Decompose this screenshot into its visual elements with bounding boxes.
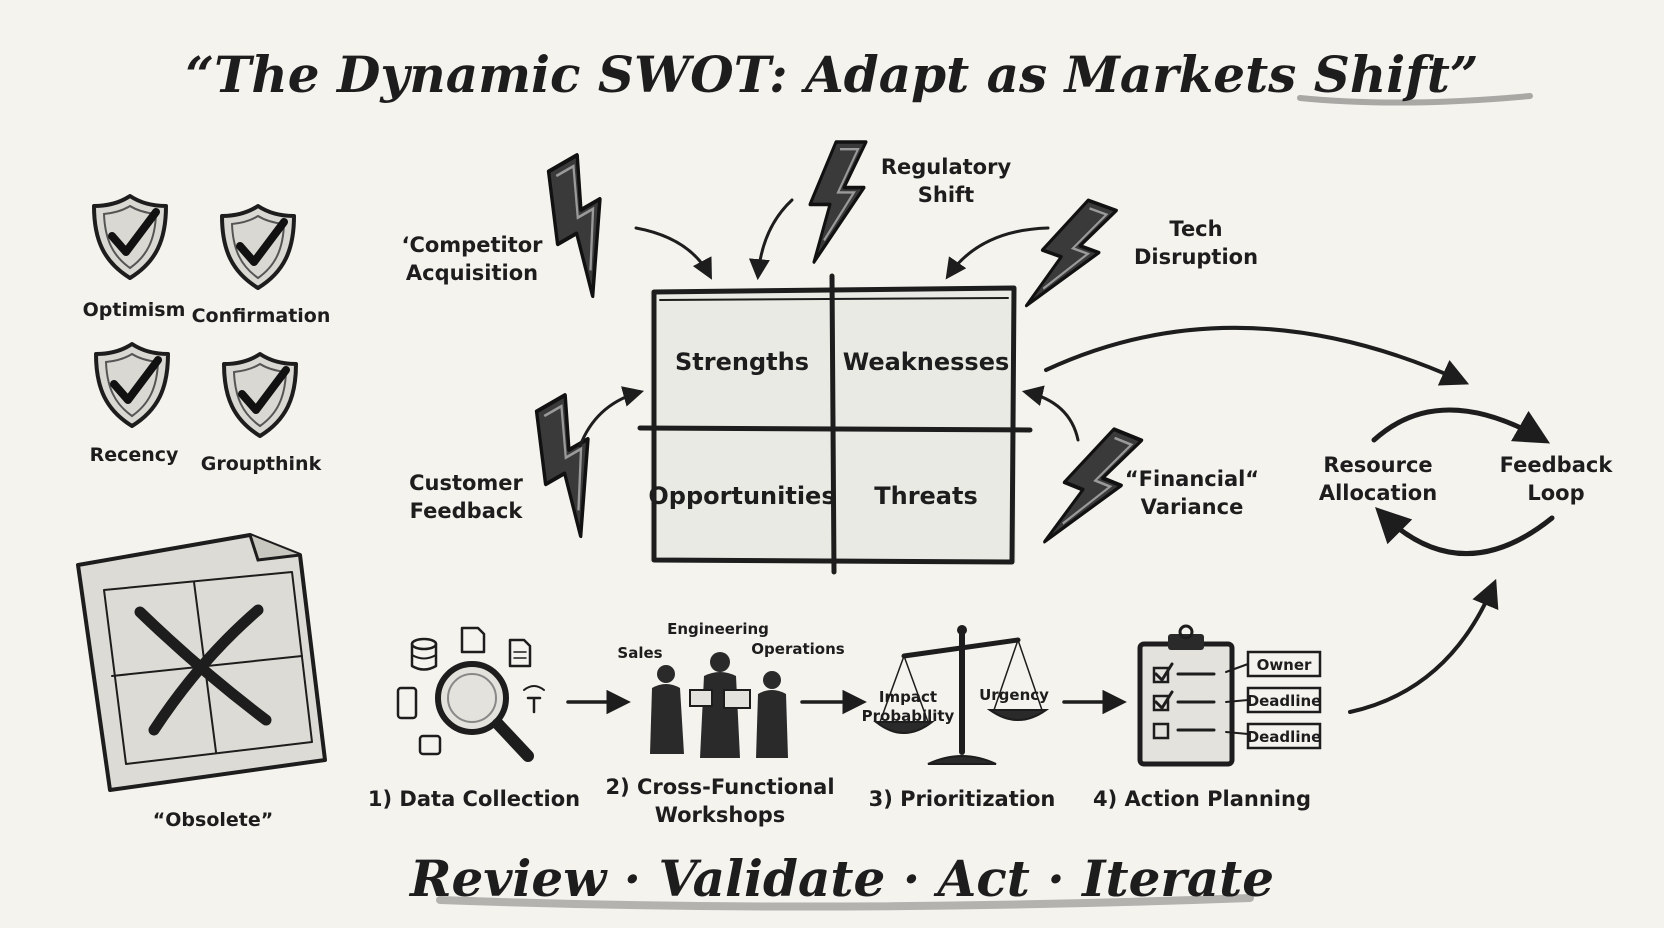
- force-arrow: [634, 226, 712, 280]
- step2-label-line2: Workshops: [655, 803, 786, 827]
- force-financial-line1: “Financial“: [1125, 467, 1259, 491]
- cycle-resource-line1: Resource: [1323, 453, 1432, 477]
- obsolete-swot: “Obsolete”: [76, 533, 327, 831]
- scale-impact: Impact: [879, 688, 937, 706]
- footer-motto: Review · Validate · Act · Iterate: [408, 849, 1274, 908]
- force-arrow: [945, 226, 1050, 280]
- step4-label: 4) Action Planning: [1093, 787, 1311, 811]
- balance-scale-icon: [873, 625, 1050, 765]
- tag-owner-box: [1246, 650, 1322, 678]
- force-customer-line1: Customer: [409, 471, 523, 495]
- document-icon: [508, 638, 532, 668]
- step-workshops: Sales Engineering Operations 2) Cross-Fu…: [605, 620, 844, 827]
- force-tech-line1: Tech: [1169, 217, 1222, 241]
- tag-deadline-box: [1246, 686, 1322, 714]
- document-icon: [460, 626, 486, 654]
- chat-icon: [418, 734, 442, 756]
- bias-label-recency: Recency: [90, 444, 179, 466]
- lightning-bolt-icon: [1020, 189, 1119, 326]
- tag-deadline: Deadline: [1247, 728, 1322, 746]
- lightning-bolt-icon: [509, 393, 633, 541]
- scale-probability: Probability: [862, 707, 955, 725]
- swot-opportunities: Opportunities: [648, 482, 835, 510]
- sensor-icon: [523, 685, 545, 714]
- force-competitor-line1: ‘Competitor: [401, 233, 543, 257]
- step-prioritization: Impact Probability Urgency 3) Prioritiza…: [862, 625, 1056, 811]
- shield-check-icon: [94, 196, 166, 278]
- cycle-resource-line2: Allocation: [1319, 481, 1437, 505]
- role-operations: Operations: [751, 640, 844, 658]
- force-competitor-line2: Acquisition: [406, 261, 538, 285]
- force-arrow: [1021, 385, 1080, 442]
- step1-label: 1) Data Collection: [368, 787, 580, 811]
- force-tech-line2: Disruption: [1134, 245, 1258, 269]
- shield-check-icon: [96, 344, 168, 426]
- force-arrow: [748, 198, 794, 281]
- bias-label-confirmation: Confirmation: [192, 305, 331, 327]
- shield-check-icon: [222, 206, 294, 288]
- force-arrow: [578, 386, 645, 448]
- swot-grid: Strengths Weaknesses Opportunities Threa…: [637, 273, 1033, 575]
- step2-label-line1: 2) Cross-Functional: [605, 775, 834, 799]
- footer-smudge: [436, 894, 1254, 911]
- feedback-cycle: Resource Allocation Feedback Loop: [1044, 325, 1614, 714]
- cycle-feedback-line2: Loop: [1527, 481, 1584, 505]
- phone-icon: [396, 686, 418, 720]
- people-icon: [650, 652, 788, 758]
- shield-check-icon: [224, 354, 296, 436]
- database-icon: [410, 637, 438, 671]
- role-sales: Sales: [617, 644, 662, 662]
- bias-label-groupthink: Groupthink: [201, 453, 322, 475]
- lightning-bolt-icon: [808, 140, 868, 264]
- lightning-bolt-icon: [521, 153, 645, 301]
- magnifier-icon: [435, 661, 534, 762]
- tag-owner: Owner: [1257, 656, 1312, 674]
- clipboard-icon: [1137, 624, 1235, 767]
- bias-label-optimism: Optimism: [83, 299, 186, 321]
- tag-deadline-box: [1246, 722, 1322, 750]
- force-regulatory-line1: Regulatory: [881, 155, 1012, 179]
- step-action-planning: Owner Deadline Deadline 4) Action Planni…: [1093, 624, 1322, 811]
- force-regulatory-line2: Shift: [918, 183, 974, 207]
- step-data-collection: 1) Data Collection: [368, 626, 580, 811]
- bias-shields: Optimism Confirmation Recency Groupthink: [83, 196, 331, 475]
- step3-label: 3) Prioritization: [869, 787, 1056, 811]
- force-financial-line2: Variance: [1141, 495, 1244, 519]
- page-title: “The Dynamic SWOT: Adapt as Markets Shif…: [185, 45, 1478, 104]
- obsolete-label: “Obsolete”: [153, 809, 273, 831]
- swot-weaknesses: Weaknesses: [843, 348, 1010, 376]
- tag-deadline: Deadline: [1247, 692, 1322, 710]
- force-customer-line2: Feedback: [410, 499, 524, 523]
- swot-strengths: Strengths: [675, 348, 809, 376]
- swot-threats: Threats: [874, 482, 978, 510]
- scale-urgency: Urgency: [979, 686, 1049, 704]
- cycle-feedback-line1: Feedback: [1500, 453, 1614, 477]
- title-smudge: [1297, 93, 1533, 106]
- role-engineering: Engineering: [667, 620, 769, 638]
